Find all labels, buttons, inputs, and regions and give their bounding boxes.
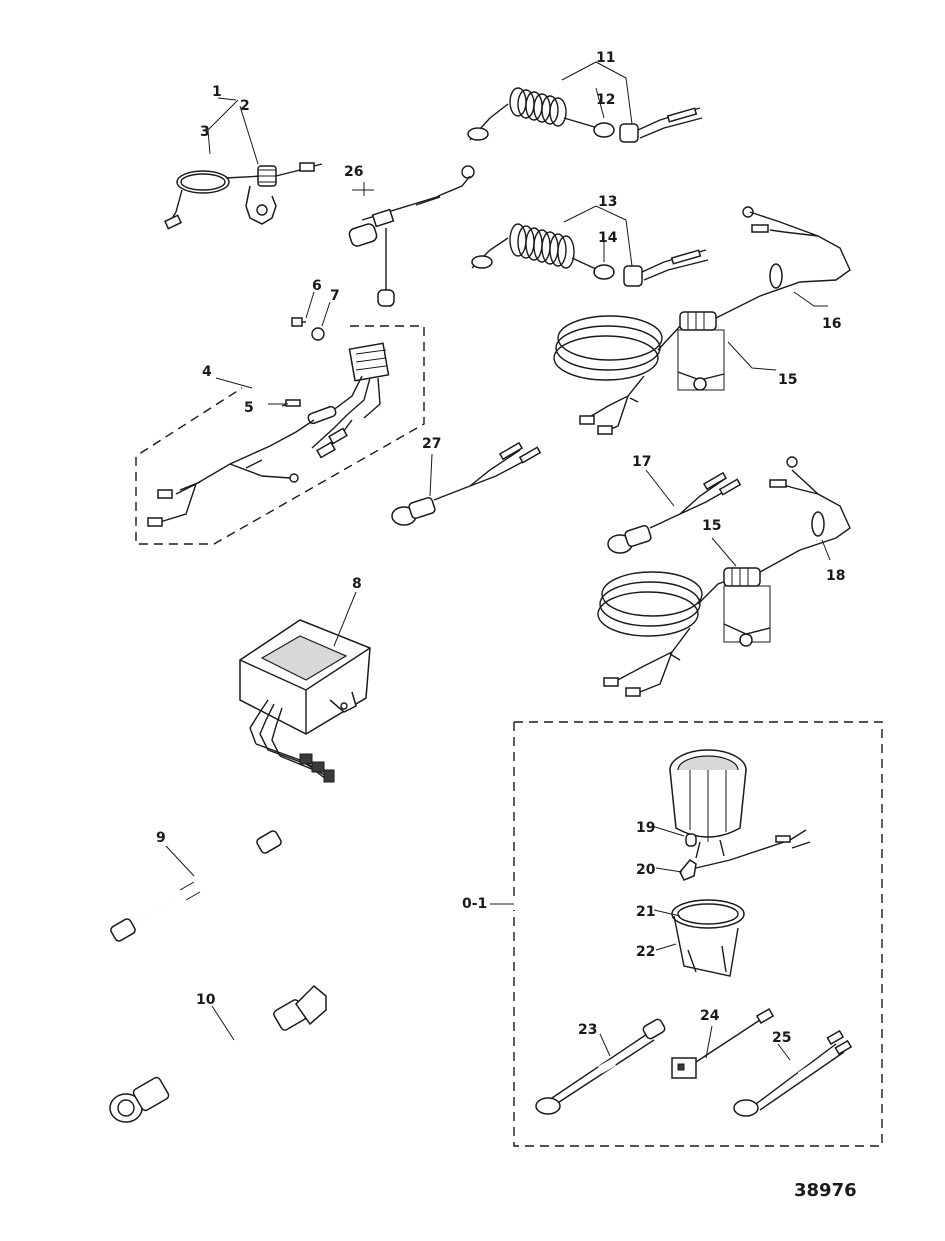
callout-22: 22 [636,944,655,960]
callout-26: 26 [344,164,363,180]
part-15-16-harness-coil [553,206,851,435]
part-8-module [239,619,371,783]
part-0-1-gauge-kit [513,721,883,1147]
callout-0-1: 0-1 [462,896,487,912]
part-9-cable [110,830,282,942]
callout-19: 19 [636,820,655,836]
callout-25: 25 [772,1030,791,1046]
callout-1: 1 [212,84,222,100]
part-10-connector-cable [109,984,327,1123]
callout-10: 10 [196,992,216,1008]
callout-15-upper: 15 [778,372,797,388]
callout-27: 27 [422,436,441,452]
part-27-sender-harness [391,441,542,526]
part-26-harness-bracket [348,165,475,307]
callout-21: 21 [636,904,655,920]
callout-14: 14 [598,230,618,246]
part-17-sender-harness [607,471,742,554]
callout-4: 4 [202,364,212,380]
callout-8: 8 [352,576,362,592]
callout-5: 5 [244,400,254,416]
callout-13: 13 [598,194,617,210]
callout-23: 23 [578,1022,597,1038]
callout-24: 24 [700,1008,720,1024]
callout-11: 11 [596,50,615,66]
callout-17: 17 [632,454,651,470]
callout-18: 18 [826,568,845,584]
figure-number: 38976 [794,1180,857,1201]
callout-3: 3 [200,124,210,140]
part-11-lanyard-switch [467,87,703,143]
callout-7: 7 [330,288,340,304]
callout-15-lower: 15 [702,518,721,534]
callout-12: 12 [596,92,615,108]
callout-20: 20 [636,862,656,878]
callout-9: 9 [156,830,166,846]
part-4-rectifier-kit [135,317,425,545]
callout-16: 16 [822,316,841,332]
callout-6: 6 [312,278,322,294]
part-1-3-stop-switch-loop [163,162,323,230]
callout-2: 2 [240,98,250,114]
part-13-lanyard-switch [471,223,709,287]
part-15-18-harness-coil [597,456,851,697]
